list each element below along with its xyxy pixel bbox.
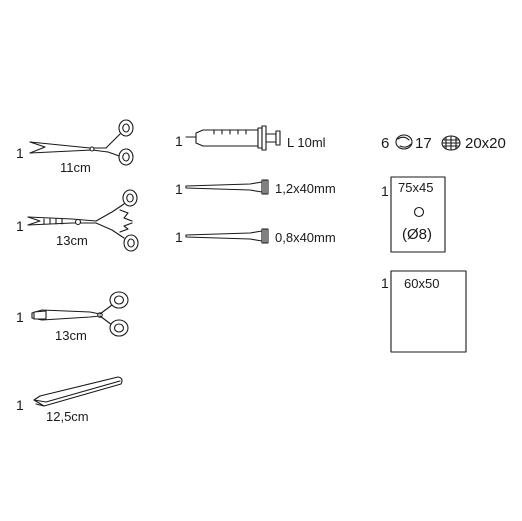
needle-item: 1 0,8x40mm xyxy=(175,228,336,245)
needle-item: 1 1,2x40mm xyxy=(175,179,336,197)
swabs-item: 6 17 20x20 xyxy=(381,134,506,152)
swabs-ball-size: 17 xyxy=(415,135,432,152)
needle-holder-size: 13cm xyxy=(55,328,87,343)
cotton-ball-icon xyxy=(395,134,413,150)
drape-2-size: 60x50 xyxy=(404,276,439,291)
forceps-qty: 1 xyxy=(16,218,24,234)
tweezers-item: 1 12,5cm xyxy=(16,376,123,424)
fenestrated-drape-icon xyxy=(390,176,446,253)
syringe-icon xyxy=(185,125,281,151)
needle-icon xyxy=(185,179,269,195)
needle-2-qty: 1 xyxy=(175,229,183,245)
scissors-qty: 1 xyxy=(16,145,24,161)
forceps-item: 1 13cm xyxy=(16,189,139,252)
scissors-icon xyxy=(29,119,134,166)
swabs-qty: 6 xyxy=(381,135,389,152)
needle-icon xyxy=(185,228,269,244)
needle-1-qty: 1 xyxy=(175,181,183,197)
tweezers-size: 12,5cm xyxy=(46,409,89,424)
syringe-qty: 1 xyxy=(175,133,183,149)
needle-1-size: 1,2x40mm xyxy=(275,181,336,196)
fenestrated-drape-item: 1 75x45 (Ø8) xyxy=(381,176,446,253)
syringe-label: L 10ml xyxy=(287,135,326,150)
needle-holder-item: 1 13cm xyxy=(16,291,129,343)
hemostat-forceps-icon xyxy=(27,189,139,252)
drape-2-qty: 1 xyxy=(381,275,389,291)
tweezers-qty: 1 xyxy=(16,397,24,413)
needle-holder-qty: 1 xyxy=(16,309,24,325)
needle-2-size: 0,8x40mm xyxy=(275,230,336,245)
drape-icon xyxy=(390,270,467,353)
drape-1-size: 75x45 xyxy=(398,180,433,195)
syringe-item: 1 L 10ml xyxy=(175,125,326,151)
forceps-size: 13cm xyxy=(56,233,88,248)
drape-item: 1 60x50 xyxy=(381,270,467,353)
drape-1-qty: 1 xyxy=(381,183,389,199)
scissors-size: 11cm xyxy=(60,160,91,175)
gauze-pad-icon xyxy=(441,135,461,151)
swabs-gauze-size: 20x20 xyxy=(465,135,506,152)
scissors-item: 1 11cm xyxy=(16,119,134,175)
needle-holder-icon xyxy=(31,291,129,337)
tweezers-icon xyxy=(33,376,123,407)
drape-1-hole: (Ø8) xyxy=(402,226,432,243)
